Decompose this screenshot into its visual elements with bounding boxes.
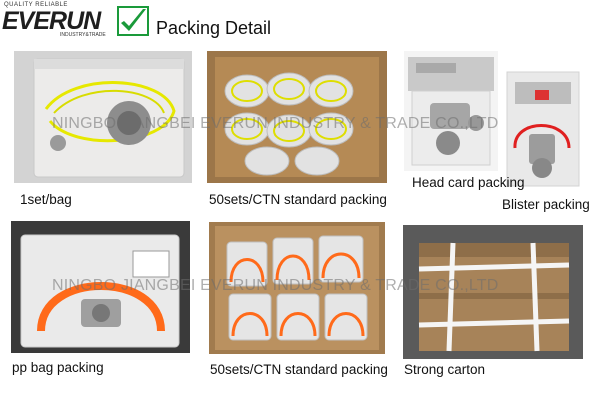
logo-tagline: QUALITY RELIABLE: [4, 2, 68, 8]
caption-pp-bag: pp bag packing: [12, 360, 104, 375]
photo-head-card: [404, 51, 498, 171]
photo-fifty-sets-carton-bottom: [209, 222, 385, 354]
logo-brand: EVERUN: [2, 7, 101, 35]
caption-strong-carton: Strong carton: [404, 362, 486, 377]
photo-one-set-bag: [14, 51, 192, 183]
photo-fifty-sets-carton-top: [207, 51, 387, 183]
page-title: Packing Detail: [156, 18, 272, 38]
caption-fifty-sets-bottom: 50sets/CTN standard packing: [210, 362, 388, 377]
everun-logo: QUALITY RELIABLE EVERUN INDUSTRY&TRADE: [2, 2, 152, 40]
caption-fifty-sets-top: 50sets/CTN standard packing: [209, 192, 387, 207]
logo-subtitle: INDUSTRY&TRADE: [60, 32, 106, 38]
photo-strong-carton: [403, 225, 583, 359]
caption-one-set-bag: 1set/bag: [20, 192, 72, 207]
photo-blister: [503, 68, 583, 190]
photo-pp-bag: [11, 221, 190, 353]
watermark-bottom: NINGBO JIANGBEI EVERUN INDUSTRY & TRADE …: [52, 277, 499, 294]
caption-head-card: Head card packing: [412, 175, 525, 190]
logo-check-icon: [117, 6, 149, 36]
watermark-top: NINGBO JIANGBEI EVERUN INDUSTRY & TRADE …: [52, 115, 499, 132]
caption-blister: Blister packing: [502, 197, 590, 212]
